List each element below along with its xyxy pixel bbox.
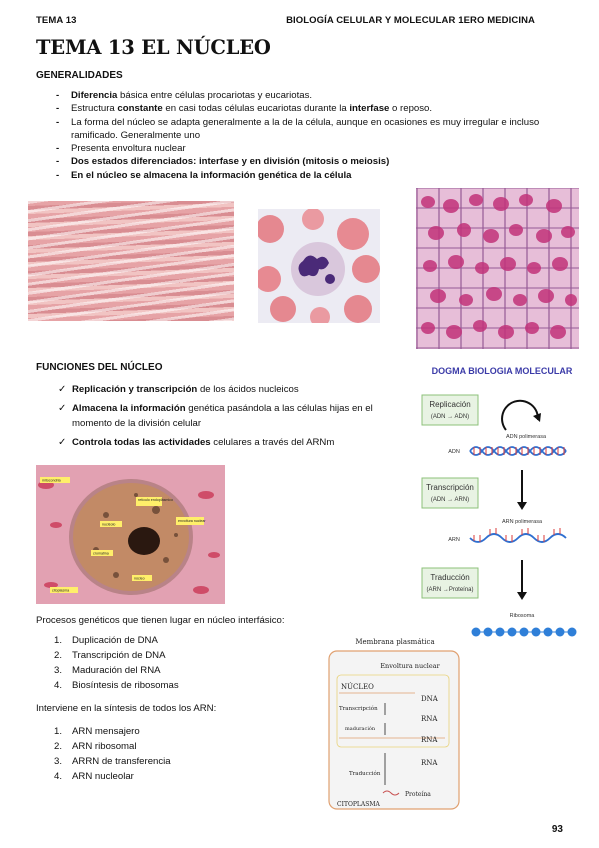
rna-label-3: RNA <box>421 759 438 767</box>
list-item: Dos estados diferenciados: interfase y e… <box>56 155 556 169</box>
checkmark-icon: ✓ <box>58 403 67 414</box>
label-nucleolo: nucléolo <box>102 523 115 527</box>
neutrophil-micrograph <box>258 209 380 323</box>
label-citoplasma: citoplasma <box>52 589 69 593</box>
header-left: TEMA 13 <box>36 15 77 26</box>
label-reticulo: retículo endoplásmico <box>138 498 173 502</box>
list-item: 1.Duplicación de DNA <box>54 635 158 646</box>
root-tip-micrograph <box>416 188 579 349</box>
cell-outline <box>328 650 460 810</box>
list-item: 3.Maduración del RNA <box>54 665 161 676</box>
adn-label: ADN <box>448 449 460 455</box>
arn-label: ARN <box>448 537 460 543</box>
transcripcion-box <box>421 477 479 509</box>
maduracion-label: maduración <box>345 725 376 732</box>
list-item: En el núcleo se almacena la información … <box>56 169 556 183</box>
protein-chain-icon <box>471 627 577 637</box>
list-item: 3.ARRN de transferencia <box>54 756 171 767</box>
adn-polimerasa-label: ADN polimerasa <box>506 434 547 440</box>
traduccion-label: Traducción <box>430 573 469 582</box>
procesos-heading: Procesos genéticos que tienen lugar en n… <box>36 615 285 626</box>
list-item: 2.ARN ribosomal <box>54 741 137 752</box>
replicacion-box <box>421 394 479 426</box>
funciones-list: ✓Replicación y transcripción de los ácid… <box>58 382 403 454</box>
list-item: Diferencia básica entre células procario… <box>56 89 556 103</box>
list-item: 2.Transcripción de DNA <box>54 650 166 661</box>
rna-label-1: RNA <box>421 715 438 723</box>
dna-helix-icon <box>469 446 567 456</box>
membrana-diagram: Membrana plasmática Envoltura nuclear NÚ… <box>328 638 460 810</box>
arn-list: 1.ARN mensajero 2.ARN ribosomal 3.ARRN d… <box>54 724 171 784</box>
procesos-list: 1.Duplicación de DNA 2.Transcripción de … <box>54 633 179 693</box>
label-cromatina: cromatina <box>93 552 109 556</box>
replicacion-label: Replicación <box>429 400 470 409</box>
generalidades-list: Diferencia básica entre células procario… <box>56 89 556 182</box>
label-mitocondria: mitocondria <box>42 479 61 483</box>
nucleo-label: NÚCLEO <box>341 682 374 691</box>
checkmark-icon: ✓ <box>58 384 67 395</box>
header-right: BIOLOGÍA CELULAR Y MOLECULAR 1ERO MEDICI… <box>286 15 535 26</box>
label-nucleo: núcleo <box>134 577 145 581</box>
list-item: ✓Replicación y transcripción de los ácid… <box>58 384 299 395</box>
traduccion-sub: (ARN →Proteína) <box>426 587 473 593</box>
dogma-diagram: DOGMA BIOLOGIA MOLECULAR Replicación (AD… <box>421 366 577 637</box>
arn-heading: Interviene en la síntesis de todos los A… <box>36 703 217 714</box>
list-item: Presenta envoltura nuclear <box>56 142 556 156</box>
transcripcion-label: Transcripción <box>339 705 378 712</box>
citoplasma-label: CITOPLASMA <box>337 801 380 808</box>
protein-squiggle-icon <box>382 790 400 796</box>
list-item: Estructura constante en casi todas célul… <box>56 102 556 116</box>
envoltura-label: Envoltura nuclear <box>380 662 440 670</box>
traduccion-box <box>421 567 479 599</box>
traduccion-label: Traducción <box>349 770 381 777</box>
muscle-tissue-micrograph <box>28 201 234 321</box>
page-number: 93 <box>551 824 563 835</box>
transcripcion-sub: (ADN → ARN) <box>431 497 469 503</box>
arn-polimerasa-label: ARN polimerasa <box>502 519 543 525</box>
list-item: 4.Biosíntesis de ribosomas <box>54 680 179 691</box>
rna-strand-icon <box>469 528 567 543</box>
ribosoma-label: Ribosoma <box>510 613 536 619</box>
section-heading-generalidades: GENERALIDADES <box>36 70 123 81</box>
list-item: ✓Almacena la información genética pasánd… <box>58 403 373 429</box>
section-heading-funciones: FUNCIONES DEL NÚCLEO <box>36 362 163 373</box>
list-item: 4.ARN nucleolar <box>54 771 134 782</box>
list-item: ✓Controla todas las actividades celulare… <box>58 437 335 448</box>
checkmark-icon: ✓ <box>58 437 67 448</box>
membrana-label: Membrana plasmática <box>355 638 434 646</box>
list-item: 1.ARN mensajero <box>54 726 140 737</box>
replication-arrow-icon <box>501 399 540 431</box>
transcripcion-label: Transcripción <box>426 483 474 492</box>
dna-label: DNA <box>421 695 439 703</box>
label-envoltura: envoltura nuclear <box>178 519 206 523</box>
nucleus-micrograph: mitocondria retículo endoplásmico nucléo… <box>36 465 225 604</box>
list-item: La forma del núcleo se adapta generalmen… <box>56 116 556 143</box>
replicacion-sub: (ADN → ADN) <box>431 414 469 420</box>
rna-label-2: RNA <box>421 736 438 744</box>
proteina-label: Proteína <box>405 791 431 798</box>
dogma-title: DOGMA BIOLOGIA MOLECULAR <box>432 366 573 376</box>
page-title: TEMA 13 EL NÚCLEO <box>36 36 271 59</box>
